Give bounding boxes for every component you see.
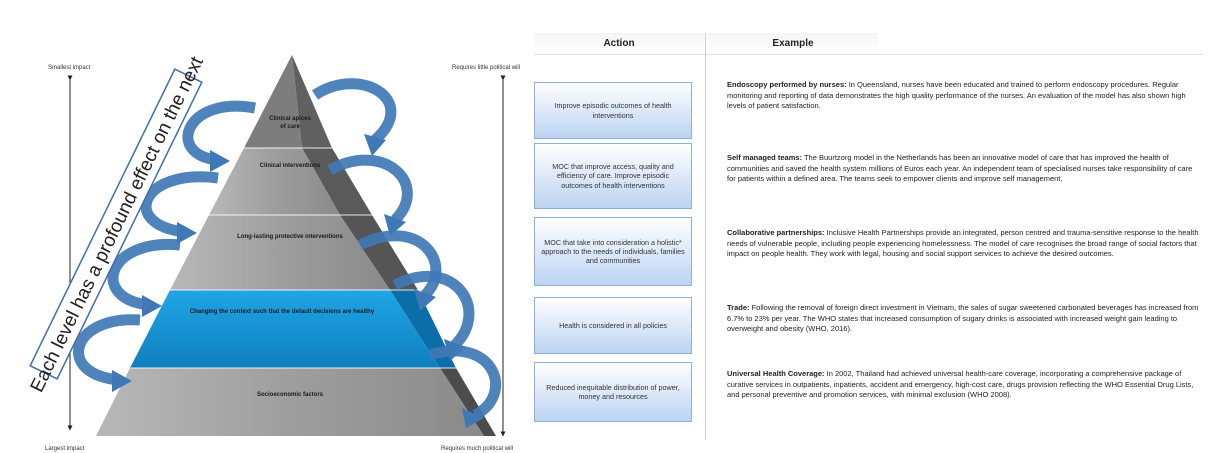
tier-1-label: Clinical apices [269, 116, 311, 122]
arrowheads [112, 134, 484, 428]
arrow-left-1 [182, 100, 256, 166]
tier-3-label: Long-lasting protective interventions [237, 234, 343, 240]
tier-1-face [244, 55, 302, 148]
example-title: Trade: [727, 303, 750, 312]
example-title: Collaborative partnerships: [727, 228, 825, 237]
arrow-left-3 [107, 238, 181, 311]
example-body: Following the removal of foreign direct … [727, 303, 1199, 334]
tier-separators [130, 147, 456, 369]
impact-axis-bottom-label: Largest impact [45, 446, 85, 452]
example-text: Trade: Following the removal of foreign … [727, 303, 1199, 335]
tier-2-face [209, 148, 340, 215]
tier-1-side [292, 55, 332, 148]
action-text: Reduced inequitable distribution of powe… [546, 382, 680, 401]
action-text: MOC that improve access, quality and eff… [552, 162, 674, 190]
tier-4-label: Changing the context such that the defau… [190, 309, 375, 315]
arrow-left-4 [73, 314, 141, 386]
example-body: In 2002, Thailand had achieved universal… [727, 369, 1194, 400]
example-body: The Buurtzorg model in the Netherlands h… [727, 153, 1193, 184]
header-divider [534, 54, 1204, 55]
example-text: Endoscopy performed by nurses: In Queens… [727, 80, 1199, 112]
example-text: Collaborative partnerships: Inclusive He… [727, 228, 1199, 260]
tier-2-label: Clinical interventions [260, 163, 321, 169]
arrow-right-4 [392, 270, 475, 349]
action-text: Improve episodic outcomes of health inte… [554, 101, 672, 120]
example-column-header: Example [708, 33, 878, 53]
action-text: Health is considered in all policies [559, 320, 667, 330]
action-box: MOC that take into consideration a holis… [534, 217, 692, 286]
tier-2-side [302, 148, 372, 215]
example-body: In Queensland, nurses have been educated… [727, 80, 1186, 111]
political-will-axis-top-label: Requires little political will [452, 65, 520, 71]
action-column-header: Action [534, 33, 704, 53]
arrow-right-3 [357, 230, 442, 299]
tier-4-face [130, 290, 440, 368]
health-impact-pyramid: Smallest impact Largest impact Requires … [27, 53, 520, 452]
arrow-right-2 [327, 154, 413, 224]
example-title: Self managed teams: [727, 153, 803, 162]
column-divider [705, 33, 706, 440]
action-box: MOC that improve access, quality and eff… [534, 143, 692, 209]
example-body: Inclusive Health Partnerships provide an… [727, 228, 1199, 259]
tier-3-face [170, 215, 390, 290]
example-text: Self managed teams: The Buurtzorg model … [727, 153, 1199, 185]
action-text: MOC that take into consideration a holis… [541, 237, 685, 266]
example-text: Universal Health Coverage: In 2002, Thai… [727, 369, 1199, 401]
tier-5-label: Socioeconomic factors [257, 392, 324, 398]
tier-1-label-line2: of care [280, 124, 300, 130]
action-box: Health is considered in all policies [534, 297, 692, 354]
tier-3-side [340, 215, 418, 290]
impact-axis-top-label: Smallest impact [48, 65, 91, 71]
example-title: Universal Health Coverage: [727, 369, 825, 378]
action-box: Reduced inequitable distribution of powe… [534, 362, 692, 422]
level-arrows [73, 78, 502, 420]
political-will-axis-bottom-label: Requires much political will [441, 446, 513, 452]
arrow-right-1 [311, 78, 397, 145]
action-box: Improve episodic outcomes of health inte… [534, 82, 692, 139]
example-title: Endoscopy performed by nurses: [727, 80, 847, 89]
arrow-left-2 [140, 171, 219, 238]
tier-5-face [96, 368, 484, 436]
